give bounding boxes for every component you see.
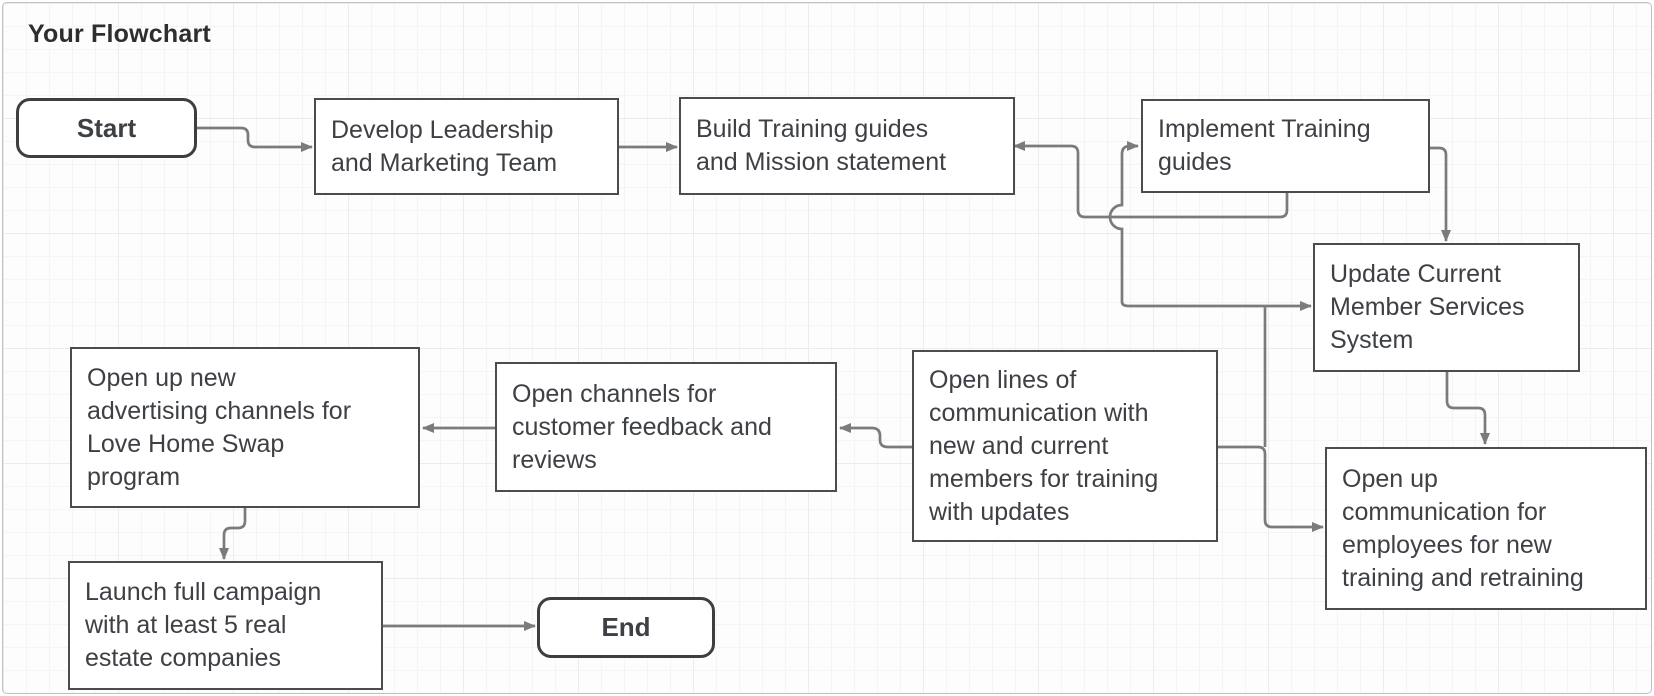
node-update-member-services[interactable]: Update Current Member Services System: [1313, 243, 1580, 372]
node-open-lines-communication[interactable]: Open lines of communication with new and…: [912, 350, 1218, 542]
node-open-advertising-channels[interactable]: Open up new advertising channels for Lov…: [70, 347, 420, 508]
edge-openlines-to-opencomm[interactable]: [1218, 445, 1324, 532]
edge-implement-to-update[interactable]: [1430, 146, 1451, 242]
edge-openadv-to-launch[interactable]: [219, 508, 247, 560]
node-end[interactable]: End: [537, 597, 715, 658]
edge-openlines-to-openchannels[interactable]: [839, 423, 912, 449]
page-title: Your Flowchart: [28, 20, 211, 48]
edge-update-to-opencomm[interactable]: [1445, 372, 1490, 445]
node-develop-leadership-team[interactable]: Develop Leadership and Marketing Team: [314, 98, 619, 195]
node-build-training-guides[interactable]: Build Training guides and Mission statem…: [679, 97, 1015, 195]
edge-loop-to-implement[interactable]: [1108, 141, 1139, 302]
edge-implement-to-build[interactable]: [1013, 141, 1289, 219]
node-implement-training-guides[interactable]: Implement Training guides: [1141, 99, 1430, 193]
node-launch-full-campaign[interactable]: Launch full campaign with at least 5 rea…: [68, 561, 383, 690]
node-open-employee-communication[interactable]: Open up communication for employees for …: [1325, 447, 1647, 610]
edge-into-update-left[interactable]: [1120, 301, 1312, 311]
node-start[interactable]: Start: [16, 98, 197, 158]
node-open-feedback-channels[interactable]: Open channels for customer feedback and …: [495, 362, 837, 492]
edge-start-to-develop[interactable]: [197, 126, 313, 152]
